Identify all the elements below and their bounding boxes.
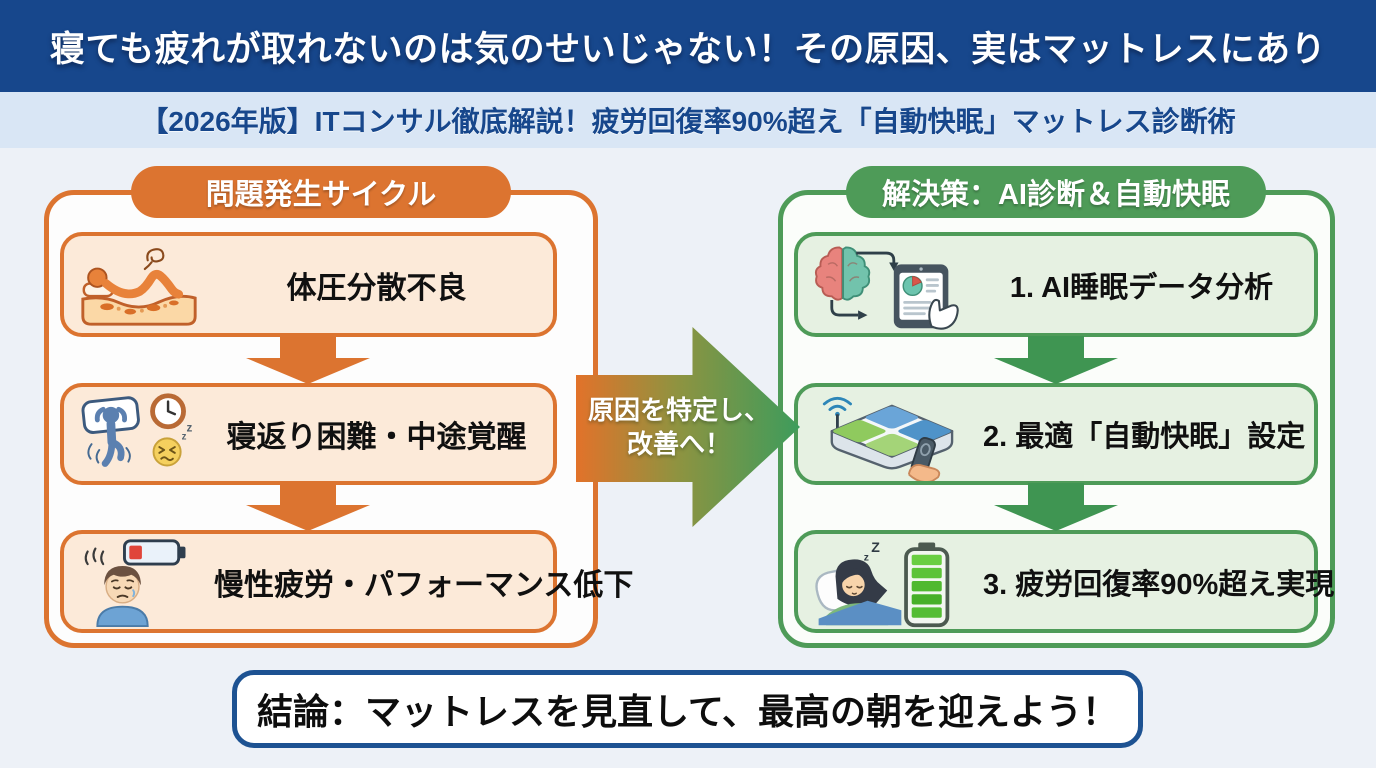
solution-panel-title: 解決策：AI診断＆自動快眠: [846, 166, 1266, 218]
problem-step-2: z z 寝返り困難・中途覚醒: [60, 383, 557, 485]
svg-text:z: z: [182, 431, 187, 442]
solution-step-2-label: 2. 最適「自動快眠」設定: [983, 421, 1306, 453]
problem-panel-title: 問題発生サイクル: [131, 166, 511, 218]
svg-text:Z: Z: [871, 538, 880, 554]
transition-arrow: 原因を特定し、 改善へ！: [576, 327, 800, 527]
problem-step-1-label: 体圧分散不良: [286, 271, 467, 305]
problem-step-3-label: 慢性疲労・パフォーマンス低下: [214, 568, 634, 602]
solution-step-3-label: 3. 疲労回復率90%超え実現: [983, 568, 1335, 601]
sleeping-woman-full-battery-icon: z Z: [798, 535, 983, 629]
subtitle-banner: 【2026年版】ITコンサル徹底解説！疲労回復率90%超え「自動快眠」マットレス…: [0, 92, 1376, 148]
solution-flow-arrow-2: [994, 483, 1118, 531]
sagging-mattress-person-icon: [64, 239, 214, 331]
conclusion-text: 結論：マットレスを見直して、最高の朝を迎えよう！: [256, 691, 1119, 732]
solution-step-1-label: 1. AI睡眠データ分析: [1009, 271, 1274, 304]
conclusion-box: 結論：マットレスを見直して、最高の朝を迎えよう！: [232, 670, 1143, 748]
restless-sleeper-clock-icon: z z: [64, 388, 214, 480]
svg-text:z: z: [186, 422, 192, 435]
problem-flow-arrow-2: [246, 483, 370, 531]
svg-text:z: z: [863, 552, 868, 563]
problem-flow-arrow-1: [246, 336, 370, 384]
transition-arrow-line2: 改善へ！: [626, 429, 731, 459]
solution-step-2: 2. 最適「自動快眠」設定: [794, 383, 1318, 485]
transition-arrow-line1: 原因を特定し、: [587, 395, 770, 425]
problem-step-3: 慢性疲労・パフォーマンス低下: [60, 530, 633, 633]
solution-step-3: z Z 3. 疲労回復率90%超え実現: [794, 530, 1334, 633]
page-title: 寝ても疲れが取れないのは気のせいじゃない！その原因、実はマットレスにあり: [49, 29, 1327, 69]
tired-man-low-battery-icon: [64, 536, 214, 628]
ai-brain-tablet-icon: [798, 238, 983, 332]
solution-flow-arrow-1: [994, 336, 1118, 384]
problem-step-2-label: 寝返り困難・中途覚醒: [226, 421, 527, 454]
solution-step-1: 1. AI睡眠データ分析: [794, 232, 1318, 337]
main-title-banner: 寝ても疲れが取れないのは気のせいじゃない！その原因、実はマットレスにあり: [0, 0, 1376, 92]
smart-mattress-remote-icon: [798, 387, 983, 481]
problem-step-1: 体圧分散不良: [60, 232, 557, 337]
page-subtitle: 【2026年版】ITコンサル徹底解説！疲労回復率90%超え「自動快眠」マットレス…: [140, 106, 1236, 137]
transition-arrow-text: 原因を特定し、 改善へ！: [588, 393, 788, 461]
